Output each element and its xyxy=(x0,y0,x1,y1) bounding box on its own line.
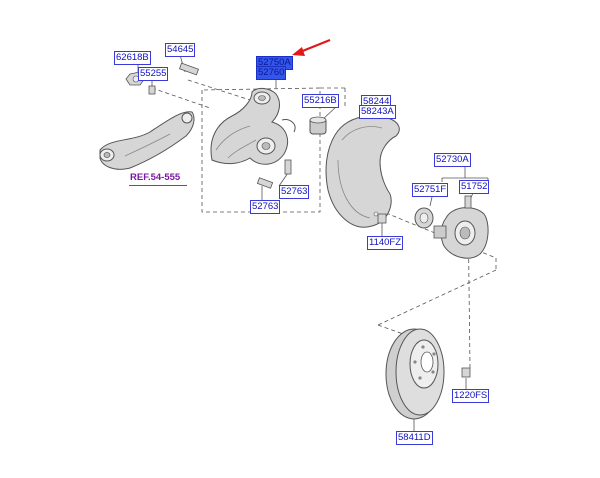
part-label-55255[interactable]: 55255 xyxy=(138,67,169,81)
screw-1220fs-part xyxy=(461,367,471,378)
bolt-54645-part xyxy=(179,62,199,76)
ref-underline xyxy=(129,185,187,186)
leader-52751f xyxy=(429,196,433,207)
dust-shield-part xyxy=(325,115,400,228)
hub-bolt-51752-part xyxy=(464,195,472,209)
ref-label[interactable]: REF.54-555 xyxy=(130,172,181,183)
part-label-1140fz[interactable]: 1140FZ xyxy=(367,236,404,250)
part-label-62618b[interactable]: 62618B xyxy=(114,51,151,65)
part-label-51752[interactable]: 51752 xyxy=(459,180,490,194)
part-label-52751f[interactable]: 52751F xyxy=(412,183,449,197)
brake-disc-part xyxy=(385,328,445,420)
hub-bearing-part xyxy=(433,207,489,259)
hub-cap-part xyxy=(414,207,434,229)
part-label-52730a[interactable]: 52730A xyxy=(434,153,471,167)
bolt-52763-upper-part xyxy=(284,159,292,175)
bushing-55216b-part xyxy=(309,116,327,135)
part-label-52763-right[interactable]: 52763 xyxy=(279,185,310,199)
red-arrow-icon xyxy=(292,38,331,56)
trailing-arm-part xyxy=(99,111,195,170)
bolt-55255-part xyxy=(148,85,156,95)
part-label-58243a[interactable]: 58243A xyxy=(359,105,396,119)
part-label-54645[interactable]: 54645 xyxy=(165,43,196,57)
screw-1140fz-part xyxy=(377,213,387,224)
bolt-52763-lower-part xyxy=(256,177,274,189)
knuckle-part xyxy=(210,87,296,165)
part-label-1220fs[interactable]: 1220FS xyxy=(452,389,490,403)
part-label-55216b[interactable]: 55216B xyxy=(302,94,339,108)
part-label-52763-left[interactable]: 52763 xyxy=(250,200,281,214)
part-label-58411d[interactable]: 58411D xyxy=(396,431,433,445)
part-label-52760-selected[interactable]: 52760 xyxy=(256,66,287,80)
